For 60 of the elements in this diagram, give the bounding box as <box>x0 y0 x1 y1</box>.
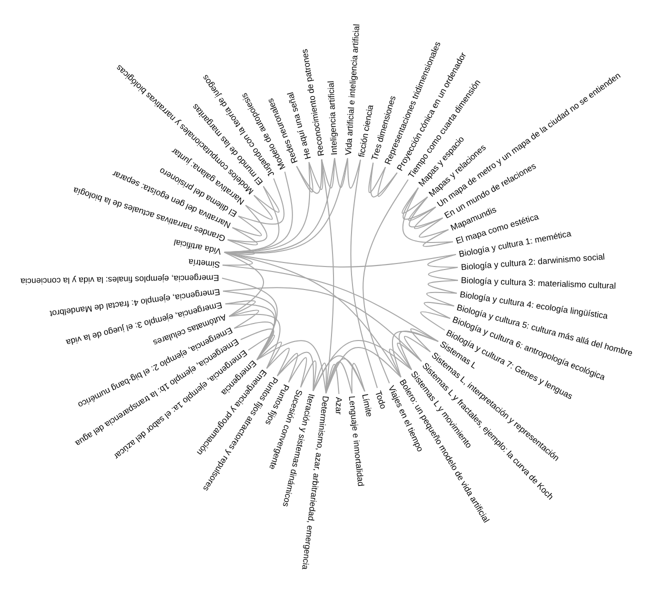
connector-line <box>245 194 273 220</box>
connector-line <box>222 287 422 362</box>
connector-line <box>253 186 280 213</box>
connector-line <box>426 292 458 307</box>
connector-line <box>351 362 366 394</box>
connector-line <box>420 311 451 331</box>
connector-line <box>350 159 378 388</box>
connector-line <box>368 162 386 194</box>
connector-line <box>325 361 352 394</box>
connector-line <box>404 336 431 362</box>
connector-line <box>321 158 336 188</box>
connector-line <box>392 330 439 378</box>
connector-line <box>228 314 280 369</box>
connector-line <box>222 278 278 360</box>
connector-line <box>378 166 398 197</box>
connector-line <box>402 187 428 214</box>
connector-line <box>276 352 314 392</box>
connector-line <box>402 187 454 244</box>
connector-line <box>222 264 439 342</box>
connector-line <box>362 179 409 384</box>
connector-line <box>414 206 444 230</box>
connector-line <box>227 227 258 246</box>
topic-label: Emergencia, ejemplos finales: la vida y la conciencia <box>20 273 220 287</box>
connector-line <box>424 302 455 319</box>
connector-line <box>370 162 398 198</box>
topic-label: Simetría <box>188 257 220 270</box>
connector-line <box>334 158 348 188</box>
topic-label: Límite <box>360 393 376 418</box>
connector-line <box>408 196 444 228</box>
connector-line <box>422 229 454 247</box>
connector-line <box>222 252 253 266</box>
connector-line <box>224 252 264 317</box>
connector-line <box>276 352 298 383</box>
connector-line <box>300 360 317 392</box>
connector-line <box>224 300 256 317</box>
connector-line <box>428 266 458 281</box>
topic-label: Todo <box>374 389 389 410</box>
connector-line <box>296 162 314 193</box>
connector-line <box>418 217 449 238</box>
connector-line <box>266 348 290 376</box>
connector-line <box>308 158 324 190</box>
connector-line <box>232 216 262 236</box>
connector-line <box>296 158 322 194</box>
connector-line <box>288 357 307 388</box>
connector-line <box>325 347 402 394</box>
connector-line <box>402 187 436 220</box>
connector-line <box>325 364 340 394</box>
connector-line <box>312 340 412 392</box>
connector-line <box>312 355 366 392</box>
connector-line <box>227 204 268 242</box>
connector-line <box>224 171 293 253</box>
connector-line <box>347 158 361 189</box>
topic-label: Biología y cultura 3: materialismo cultural <box>460 275 616 292</box>
connector-line <box>408 196 436 222</box>
connector-line <box>256 340 326 394</box>
connector-line <box>238 178 284 225</box>
connector-line <box>224 162 310 253</box>
topic-label: Inteligencia artificial <box>326 80 340 156</box>
topic-label: Azar <box>334 396 344 415</box>
connector-line <box>428 280 458 294</box>
